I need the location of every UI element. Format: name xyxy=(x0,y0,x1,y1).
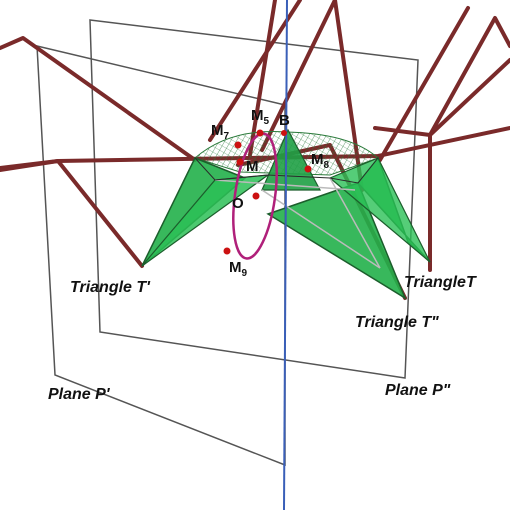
rod-top-left xyxy=(208,0,302,142)
label-plane-p-double: Plane P" xyxy=(385,382,451,399)
rod-left-lower xyxy=(0,159,144,268)
hexagon-edges xyxy=(194,157,379,184)
label-m8: M8 xyxy=(311,151,330,171)
label-m5: M5 xyxy=(251,107,270,127)
rod-right-peak xyxy=(373,58,510,137)
triangle-t-face xyxy=(328,157,431,263)
point-m8 xyxy=(304,165,312,173)
point-m5 xyxy=(256,129,264,137)
rod-right-top xyxy=(378,6,470,162)
label-triangle-t-double: Triangle T" xyxy=(355,314,439,331)
triangle-t-double-shape xyxy=(266,182,407,300)
label-plane-p-prime: Plane P' xyxy=(48,386,111,403)
label-o: O xyxy=(232,195,244,212)
rod-right-peak-2 xyxy=(428,16,510,137)
vertical-axis xyxy=(283,0,288,510)
label-m7: M7 xyxy=(211,122,230,142)
point-m9 xyxy=(223,247,231,255)
label-triangle-t-prime: Triangle T' xyxy=(70,279,151,296)
point-b xyxy=(281,130,287,136)
label-triangle-t: TriangleT xyxy=(404,274,477,291)
point-m7 xyxy=(234,141,242,149)
label-b: B xyxy=(279,112,290,129)
rod-top-mid xyxy=(248,0,277,157)
rod-left-zigzag xyxy=(0,36,197,162)
label-m9: M9 xyxy=(229,259,248,279)
point-m xyxy=(236,158,244,166)
points xyxy=(223,129,312,255)
plane-p-double-outline xyxy=(89,19,419,379)
label-m: M xyxy=(246,158,259,175)
point-o xyxy=(252,192,260,200)
circle-trajectory xyxy=(232,132,278,260)
